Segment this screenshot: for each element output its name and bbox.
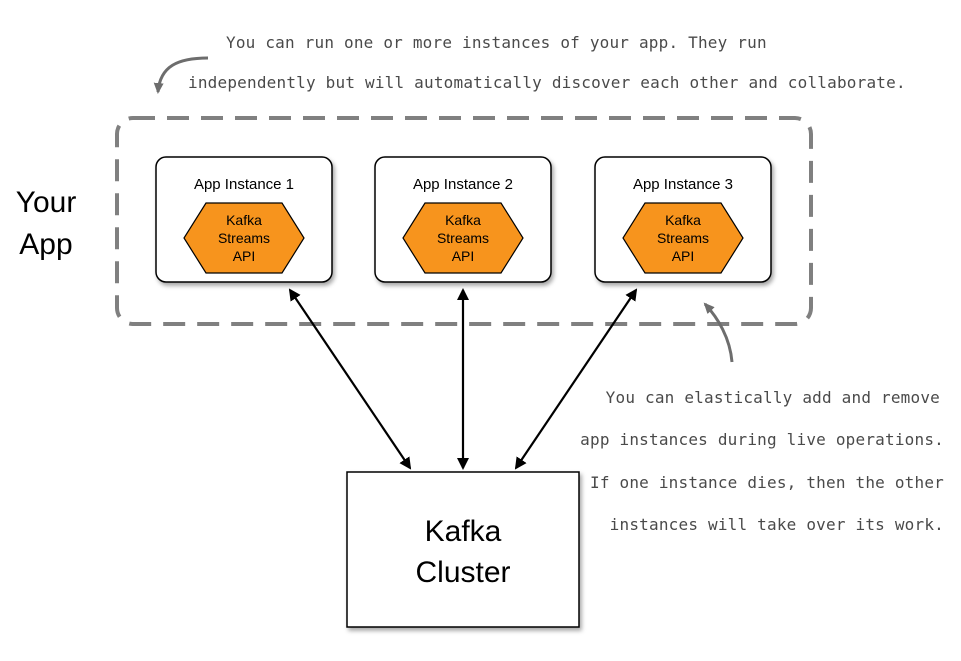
top-annotation-line1: You can run one or more instances of you… [226, 33, 767, 52]
api-label-line3: API [672, 248, 695, 264]
right-annotation-line4: instances will take over its work. [610, 515, 944, 534]
app-instance-3: App Instance 3 Kafka Streams API [594, 156, 772, 283]
right-annotation-line2: app instances during live operations. [580, 430, 944, 449]
api-label-line1: Kafka [665, 212, 701, 228]
app-instance-title: App Instance 2 [413, 176, 513, 193]
right-annotation-line3: If one instance dies, then the other [590, 473, 944, 492]
api-label-line3: API [233, 248, 256, 264]
your-app-label-line1: Your [16, 186, 77, 219]
kafka-cluster-box [346, 471, 580, 628]
kafka-cluster-label-line1: Kafka [425, 515, 502, 548]
right-annotation-pointer-icon [703, 302, 734, 363]
kafka-streams-api-hexagon [622, 202, 744, 274]
api-label-line2: Streams [657, 230, 709, 246]
app-instance-title: App Instance 1 [194, 176, 294, 193]
api-label-line1: Kafka [445, 212, 481, 228]
kafka-cluster: Kafka Cluster [346, 471, 580, 628]
api-label-line1: Kafka [226, 212, 262, 228]
api-label-line3: API [452, 248, 475, 264]
top-annotation-line2: independently but will automatically dis… [188, 73, 906, 92]
api-label-line2: Streams [218, 230, 270, 246]
app-instance-1: App Instance 1 Kafka Streams API [155, 156, 333, 283]
kafka-streams-api-hexagon [183, 202, 305, 274]
arrow-instance3-cluster [514, 288, 638, 470]
your-app-label-line2: App [19, 228, 72, 261]
app-instance-title: App Instance 3 [633, 176, 733, 193]
right-annotation-line1: You can elastically add and remove [606, 388, 940, 407]
api-label-line2: Streams [437, 230, 489, 246]
top-annotation-pointer-icon [153, 56, 209, 94]
kafka-streams-api-hexagon [402, 202, 524, 274]
app-instance-2: App Instance 2 Kafka Streams API [374, 156, 552, 283]
arrow-instance1-cluster [288, 288, 412, 470]
kafka-cluster-label-line2: Cluster [415, 556, 510, 589]
